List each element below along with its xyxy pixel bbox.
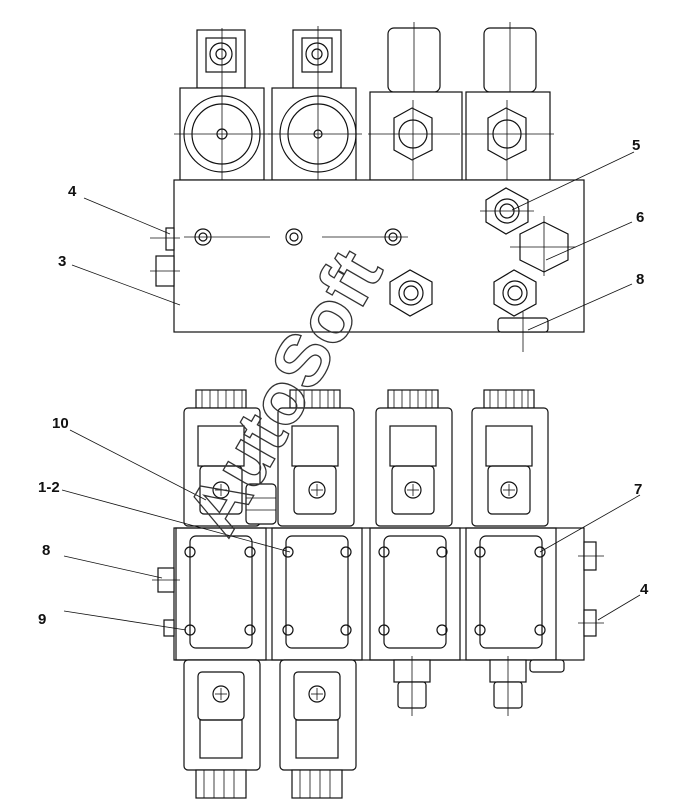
callout-8-bottom: 8 (42, 542, 50, 559)
top-valve-4 (462, 22, 554, 185)
top-valve-3 (368, 22, 463, 185)
bottom-coil-upper-4 (471, 389, 549, 527)
top-fitting-5 (480, 187, 534, 235)
top-manifold-body (173, 179, 585, 333)
bottom-coil-lower-2 (279, 659, 357, 799)
bottom-coil-upper-1 (183, 389, 261, 527)
bottom-manifold-body (173, 527, 585, 661)
callout-5: 5 (632, 137, 640, 154)
bottom-valve-assembly (152, 389, 604, 799)
top-fitting-6 (510, 216, 576, 276)
top-port-right (493, 269, 537, 317)
callout-9: 9 (38, 611, 46, 628)
top-valve-assembly (150, 22, 585, 352)
top-solenoid-2 (268, 26, 362, 181)
callout-3: 3 (58, 253, 66, 270)
bottom-coil-upper-3 (375, 389, 453, 527)
callout-10: 10 (52, 415, 69, 432)
bottom-fitting-4 (489, 656, 565, 716)
bottom-coil-upper-2 (277, 389, 355, 527)
callout-4-top: 4 (68, 183, 77, 200)
callout-8-top: 8 (636, 271, 644, 288)
connector-10 (245, 483, 277, 525)
callout-7: 7 (634, 481, 642, 498)
top-mounting-holes (184, 228, 408, 246)
callout-6: 6 (636, 209, 644, 226)
bottom-coil-lower-1 (183, 659, 261, 799)
top-solenoid-1 (174, 28, 270, 181)
leader-lines (61, 151, 641, 631)
callout-1-2: 1-2 (38, 479, 60, 496)
top-port-left (389, 269, 433, 317)
callout-4-bottom: 4 (640, 581, 649, 598)
bottom-fitting-3 (393, 656, 431, 716)
callouts: 4 3 5 6 8 10 1-2 7 8 9 4 (38, 137, 649, 628)
